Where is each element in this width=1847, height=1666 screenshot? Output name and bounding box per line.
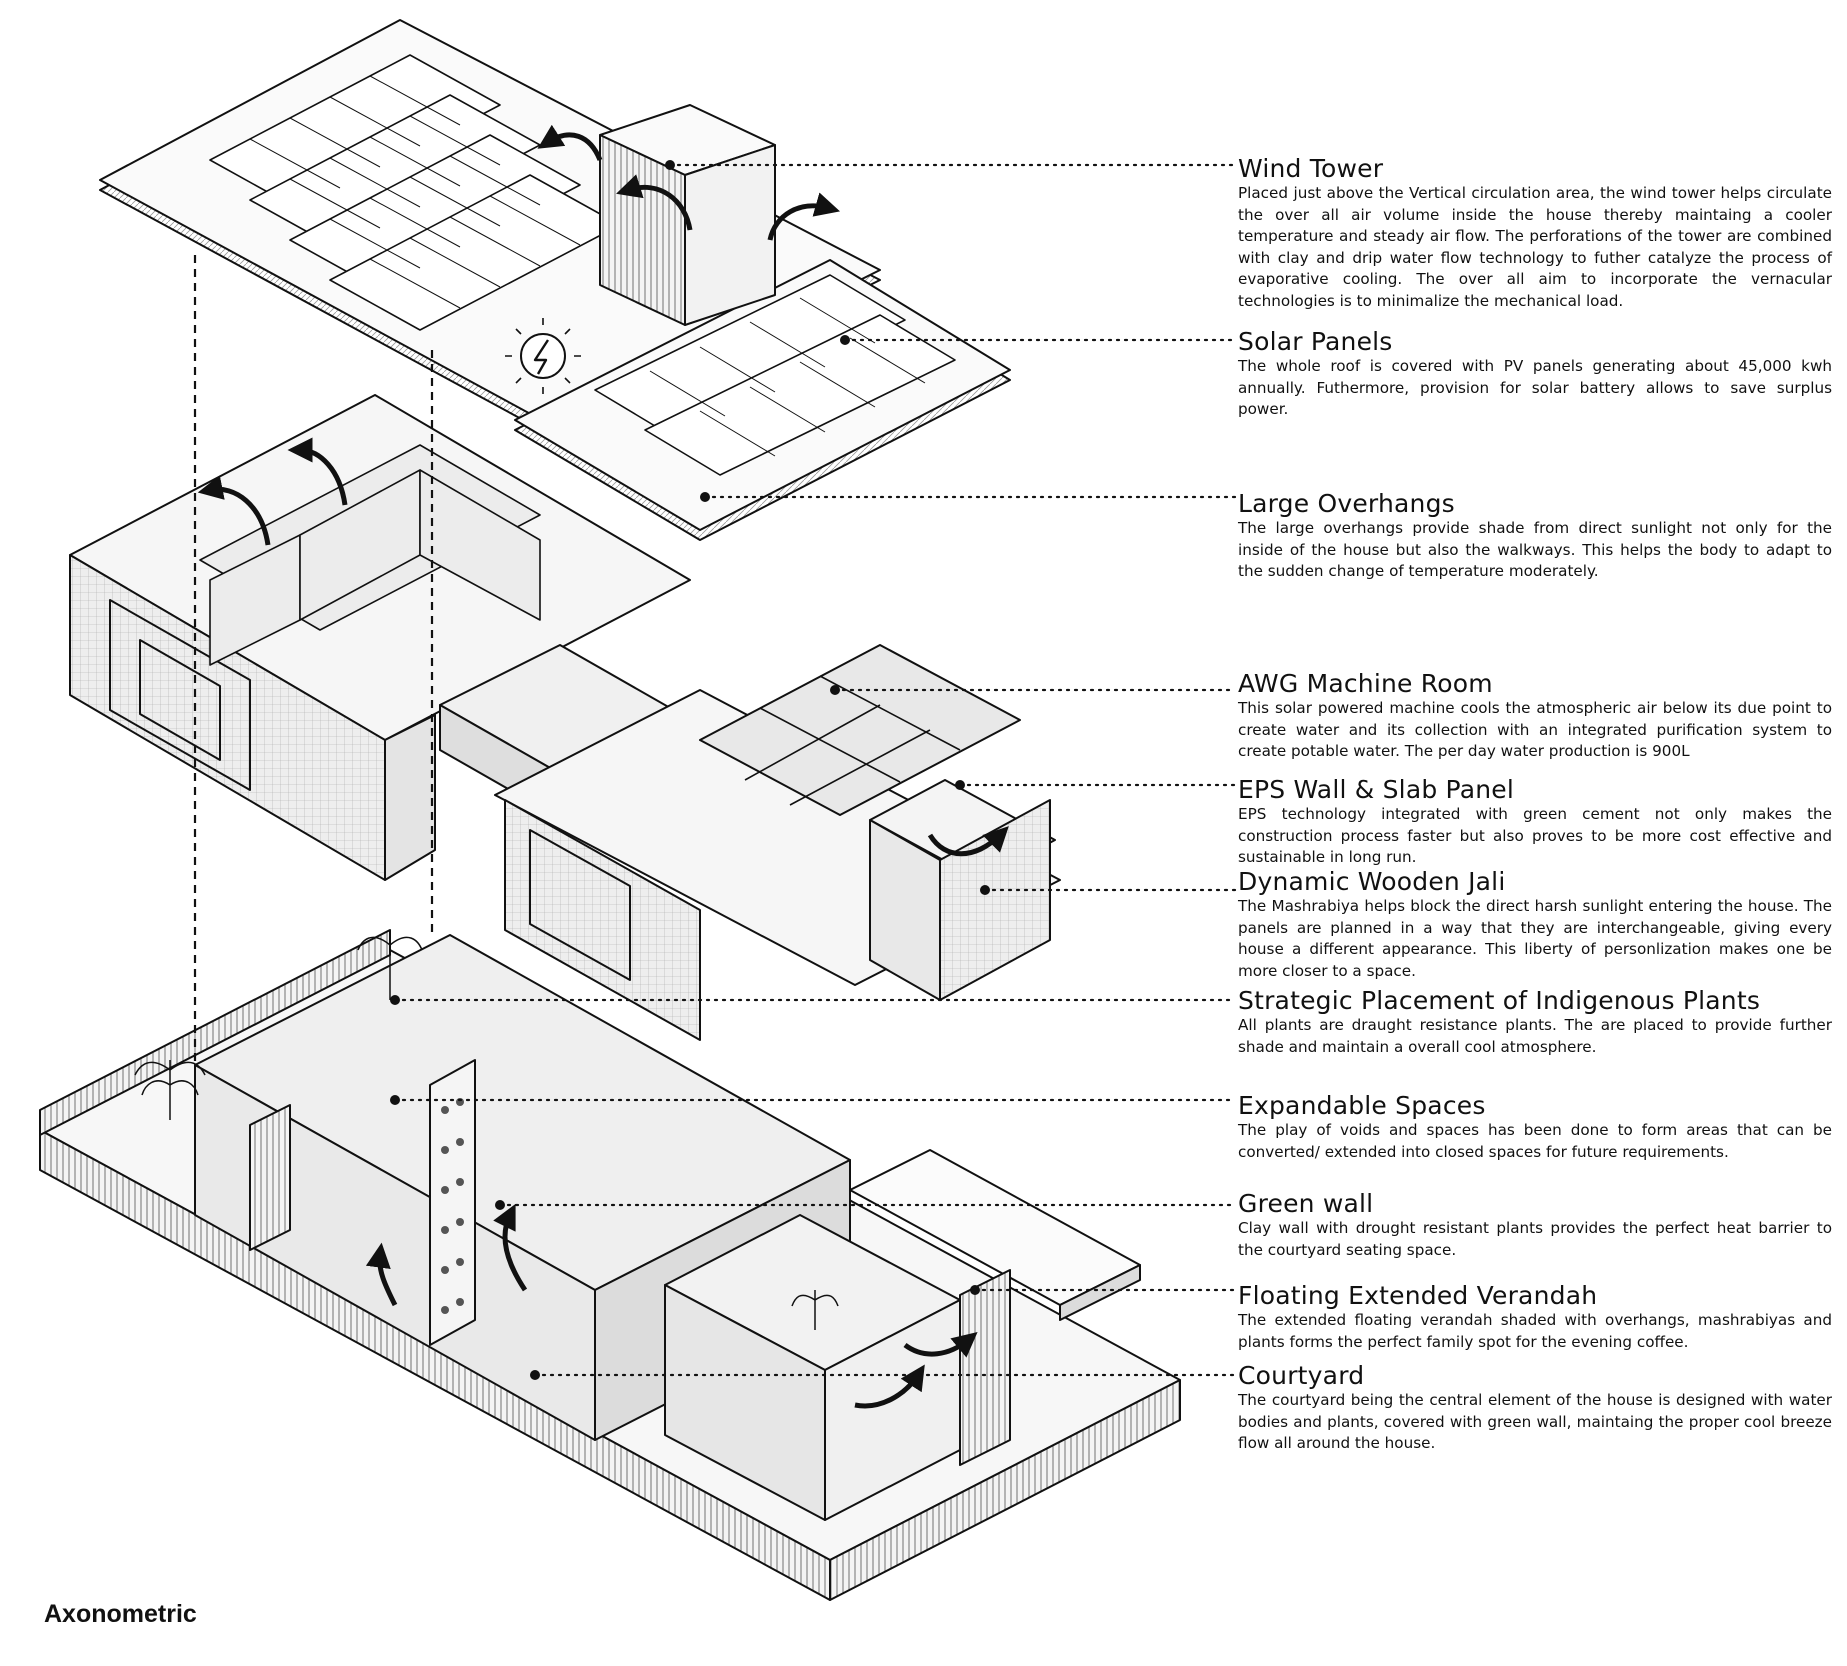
callout-green-wall: Green wall Clay wall with drought resist… xyxy=(1238,1190,1832,1261)
callout-text: The large overhangs provide shade from d… xyxy=(1238,519,1832,581)
callout-title: Expandable Spaces xyxy=(1238,1091,1486,1120)
callout-title: Large Overhangs xyxy=(1238,489,1455,518)
level-alignment-lines xyxy=(193,255,434,1065)
callout-title: Strategic Placement of Indigenous Plants xyxy=(1238,986,1761,1015)
callout-eps-wall: EPS Wall & Slab Panel EPS technology int… xyxy=(1238,776,1832,869)
callout-text: Clay wall with drought resistant plants … xyxy=(1238,1219,1832,1259)
callout-leaders xyxy=(393,163,1237,1377)
callout-wind-tower: Wind Tower Placed just above the Vertica… xyxy=(1238,155,1832,313)
callout-expandable-spaces: Expandable Spaces The play of voids and … xyxy=(1238,1092,1832,1163)
indigenous-plants xyxy=(134,930,839,1330)
callout-text: This solar powered machine cools the atm… xyxy=(1238,699,1832,761)
callout-text: All plants are draught resistance plants… xyxy=(1238,1016,1832,1056)
callout-text: Placed just above the Vertical circulati… xyxy=(1238,184,1832,310)
callout-text: The play of voids and spaces has been do… xyxy=(1238,1121,1832,1161)
callout-title: Green wall xyxy=(1238,1189,1374,1218)
first-floor-airflow-arrows xyxy=(197,437,1009,857)
first-floor-right-jali xyxy=(504,799,701,1041)
callout-solar-panels: Solar Panels The whole roof is covered w… xyxy=(1238,328,1832,421)
first-floor-level xyxy=(69,394,1061,1041)
callout-floating-verandah: Floating Extended Verandah The extended … xyxy=(1238,1282,1832,1353)
callout-title: Courtyard xyxy=(1238,1361,1365,1390)
callout-title: Floating Extended Verandah xyxy=(1238,1281,1598,1310)
green-wall-strip xyxy=(429,1059,476,1346)
callout-title: AWG Machine Room xyxy=(1238,669,1493,698)
ground-floor-level xyxy=(39,929,1181,1601)
callout-large-overhangs: Large Overhangs The large overhangs prov… xyxy=(1238,490,1832,583)
ground-airflow-arrows xyxy=(365,1203,978,1409)
callout-title: EPS Wall & Slab Panel xyxy=(1238,775,1515,804)
roof-level xyxy=(99,19,1011,541)
callout-text: EPS technology integrated with green cem… xyxy=(1238,805,1832,867)
callout-title: Dynamic Wooden Jali xyxy=(1238,867,1506,896)
callout-indigenous-plants: Strategic Placement of Indigenous Plants… xyxy=(1238,987,1832,1058)
roof-airflow-arrows xyxy=(537,124,841,241)
callout-title: Wind Tower xyxy=(1238,154,1384,183)
callout-text: The Mashrabiya helps block the direct ha… xyxy=(1238,897,1832,980)
callout-wooden-jali: Dynamic Wooden Jali The Mashrabiya helps… xyxy=(1238,868,1832,982)
callout-awg-machine-room: AWG Machine Room This solar powered mach… xyxy=(1238,670,1832,763)
drawing-caption: Axonometric xyxy=(44,1600,197,1628)
callout-courtyard: Courtyard The courtyard being the centra… xyxy=(1238,1362,1832,1455)
callout-title: Solar Panels xyxy=(1238,327,1393,356)
callout-leader-dots xyxy=(390,160,990,1380)
callout-text: The whole roof is covered with PV panels… xyxy=(1238,357,1832,419)
callout-text: The extended floating verandah shaded wi… xyxy=(1238,1311,1832,1351)
lightning-icon xyxy=(505,318,581,394)
callout-text: The courtyard being the central element … xyxy=(1238,1391,1832,1453)
